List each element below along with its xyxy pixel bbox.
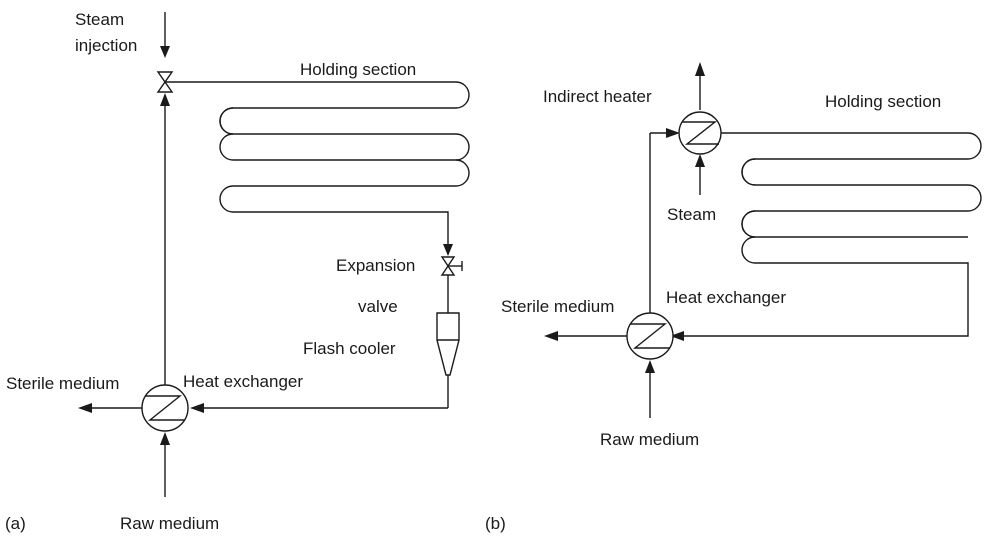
panel-b-tag: (b) [485, 514, 506, 533]
expansion-valve-icon [440, 256, 463, 276]
flow-arrow-into-hx-a [190, 403, 204, 413]
steam-injection-valve-icon [156, 71, 174, 93]
flow-arrow-into-heater [666, 128, 680, 138]
sterile-medium-label-a: Sterile medium [6, 374, 119, 393]
panel-a: Steam injection Holding section Expansio… [5, 10, 470, 533]
holding-section-coil-b-tail [680, 158, 969, 337]
flow-arrow-into-hx-b [670, 331, 684, 341]
raw-medium-label-b: Raw medium [600, 430, 699, 449]
sterile-medium-arrow-a [78, 403, 92, 413]
panel-a-tag: (a) [5, 514, 26, 533]
steam-injection-label-1: Steam [75, 10, 124, 29]
flow-arrow-down-a [443, 244, 453, 256]
holding-section-coil-b [721, 132, 982, 238]
panel-b: Indirect heater Holding section Steam St… [485, 62, 982, 533]
expansion-label: Expansion [336, 256, 415, 275]
valve-label: valve [358, 297, 398, 316]
holding-section-coil-a [165, 81, 470, 248]
holding-section-label-a: Holding section [300, 60, 416, 79]
heat-exchanger-label-a: Heat exchanger [183, 372, 303, 391]
steam-inlet-arrow [695, 154, 705, 167]
heat-exchanger-icon-a [141, 384, 189, 432]
flash-cooler-label: Flash cooler [303, 339, 396, 358]
heat-exchanger-icon-b [626, 312, 674, 360]
raw-medium-arrow-b [645, 360, 655, 373]
heat-exchanger-label-b: Heat exchanger [666, 288, 786, 307]
steam-injection-line [160, 12, 170, 58]
flash-cooler-icon [436, 312, 460, 376]
sterile-medium-label-b: Sterile medium [501, 297, 614, 316]
holding-section-label-b: Holding section [825, 92, 941, 111]
sterile-medium-arrow-b [544, 331, 558, 341]
raw-medium-arrow-a [160, 432, 170, 445]
holding-section-coil-a-mid [219, 107, 470, 161]
heater-outlet-arrow [695, 62, 705, 76]
steam-label: Steam [667, 205, 716, 224]
indirect-heater-label: Indirect heater [543, 87, 652, 106]
flow-arrow-up-a [160, 93, 170, 106]
indirect-heater-icon [678, 111, 722, 155]
raw-medium-label-a: Raw medium [120, 514, 219, 533]
steam-injection-label-2: injection [75, 36, 137, 55]
